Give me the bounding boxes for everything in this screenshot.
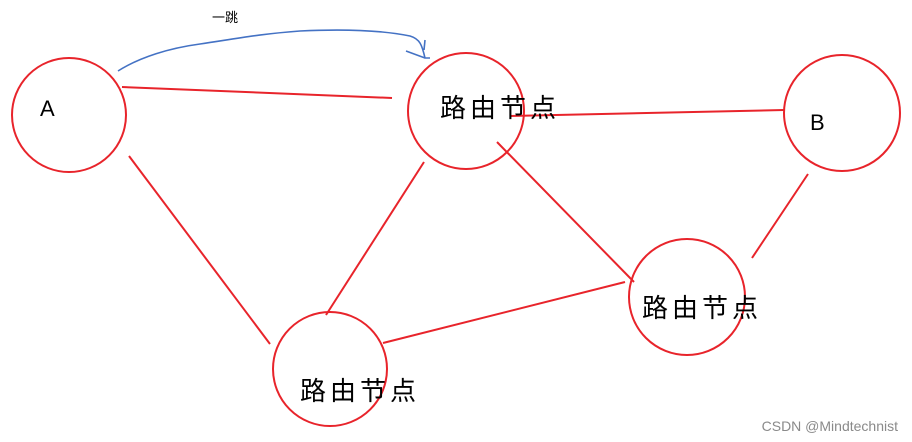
link-router-bottom-router-right	[382, 281, 626, 344]
watermark: CSDN @Mindtechnist	[761, 418, 898, 434]
link-a-router-bottom	[128, 155, 271, 345]
host-a-label: A	[40, 96, 55, 121]
router-node-bottom	[272, 311, 388, 427]
host-b-label: B	[810, 110, 825, 135]
router-top-label: 路由节点	[440, 94, 560, 124]
router-node-top	[407, 52, 525, 170]
hop-arrow	[117, 29, 430, 72]
link-router-top-router-right	[496, 141, 635, 283]
link-router-right-b	[751, 173, 809, 259]
link-router-top-b	[509, 109, 785, 117]
router-bottom-label: 路由节点	[300, 377, 420, 407]
router-right-label: 路由节点	[642, 294, 762, 324]
hop-label: 一跳	[212, 11, 238, 26]
host-a-node	[11, 57, 127, 173]
link-router-top-router-bottom	[325, 161, 425, 316]
link-a-router-top	[121, 86, 393, 99]
host-b-node	[783, 54, 901, 172]
router-node-right	[628, 238, 746, 356]
